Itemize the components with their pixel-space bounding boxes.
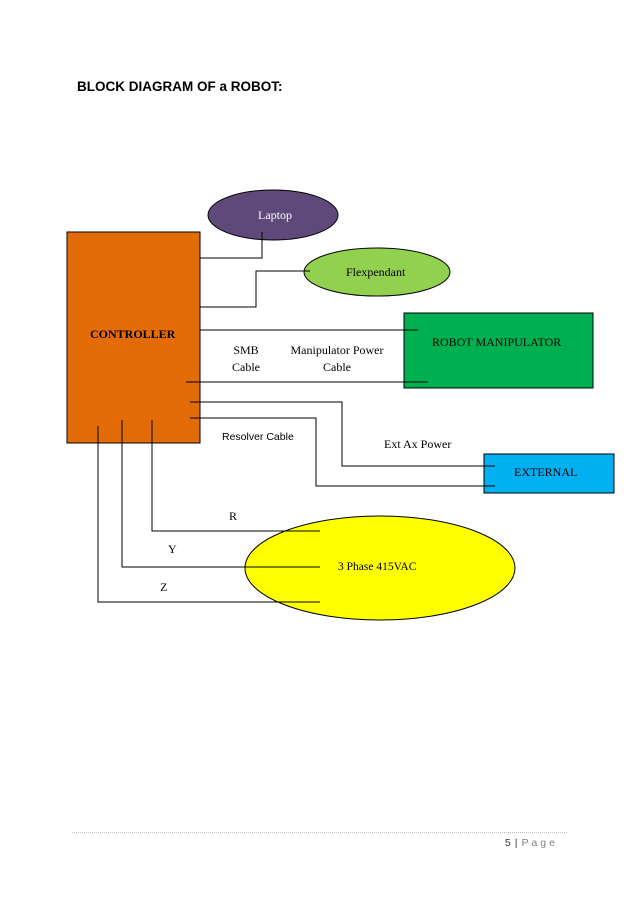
robot-manipulator-block	[403, 312, 594, 389]
laptop-label: Laptop	[258, 208, 292, 222]
supply-label: 3 Phase 415VAC	[338, 561, 417, 573]
phase-z-label: Z	[160, 580, 168, 594]
page-number: 5	[504, 837, 511, 849]
page-heading: BLOCK DIAGRAM OF a ROBOT:	[77, 79, 283, 94]
phase-r-label: R	[229, 509, 238, 523]
external-block	[483, 453, 615, 494]
ext-ax-power-line	[190, 401, 495, 467]
ext-ax-power-label: Ext Ax Power	[384, 437, 452, 451]
footer-separator: |	[514, 837, 518, 849]
footer-divider	[72, 832, 567, 833]
external-label: EXTERNAL	[514, 465, 578, 479]
page-word: Page	[521, 837, 558, 849]
smb-cable-label-line2: Cable	[232, 360, 260, 374]
manipulator-power-cable-label: Manipulator Power Cable	[281, 343, 393, 375]
controller-block	[66, 231, 201, 444]
laptop-connection	[200, 232, 263, 259]
phase-y-line	[121, 420, 320, 568]
robot-manipulator-label: ROBOT MANIPULATOR	[432, 335, 562, 349]
phase-r-line	[151, 420, 320, 532]
supply-ellipse	[244, 515, 516, 621]
resolver-cable-line	[190, 417, 495, 487]
flexpendant-connection	[200, 270, 310, 308]
page-footer: 5|Page	[505, 837, 558, 849]
phase-z-line	[97, 426, 320, 603]
manipulator-power-cable-label-line2: Cable	[323, 360, 351, 374]
controller-label: CONTROLLER	[90, 327, 176, 341]
laptop-ellipse	[207, 189, 339, 241]
manipulator-power-cable-label-line1: Manipulator Power	[290, 343, 384, 357]
resolver-cable-label: Resolver Cable	[222, 431, 294, 443]
smb-cable-label: SMB Cable	[226, 343, 266, 375]
phase-y-label: Y	[168, 542, 177, 556]
smb-cable-label-line1: SMB	[233, 343, 259, 357]
flexpendant-label: Flexpendant	[346, 265, 406, 279]
flexpendant-ellipse	[303, 247, 451, 297]
